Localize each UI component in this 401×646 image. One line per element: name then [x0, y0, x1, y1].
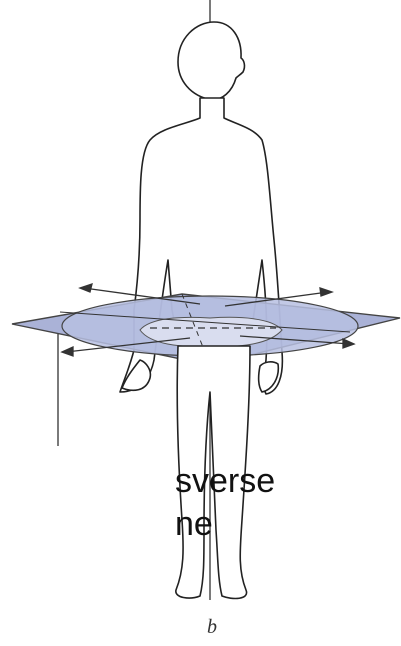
figure-letter-label: b: [207, 616, 217, 639]
plane-label-line1: sverse: [175, 464, 275, 498]
arrowhead-upper-left: [80, 284, 92, 292]
body-cross-section: [140, 317, 282, 346]
arrowhead-lower-left: [62, 347, 73, 356]
plane-label-line2: ne: [175, 507, 213, 541]
arrowhead-lower-right: [343, 339, 354, 348]
head-shape: [178, 22, 244, 100]
arrowhead-upper-right: [320, 288, 332, 296]
